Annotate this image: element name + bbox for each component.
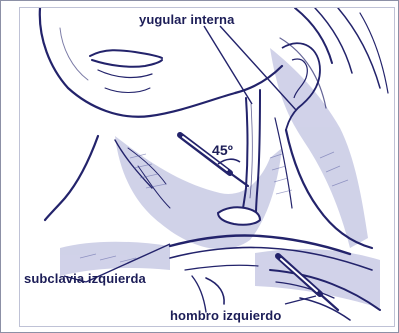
label-subclavia-izquierda: subclavia izquierda: [24, 271, 146, 286]
label-hombro-izquierdo: hombro izquierdo: [170, 308, 281, 323]
label-angle-45: 45º: [212, 142, 233, 158]
label-yugular-interna: yugular interna: [139, 12, 234, 27]
